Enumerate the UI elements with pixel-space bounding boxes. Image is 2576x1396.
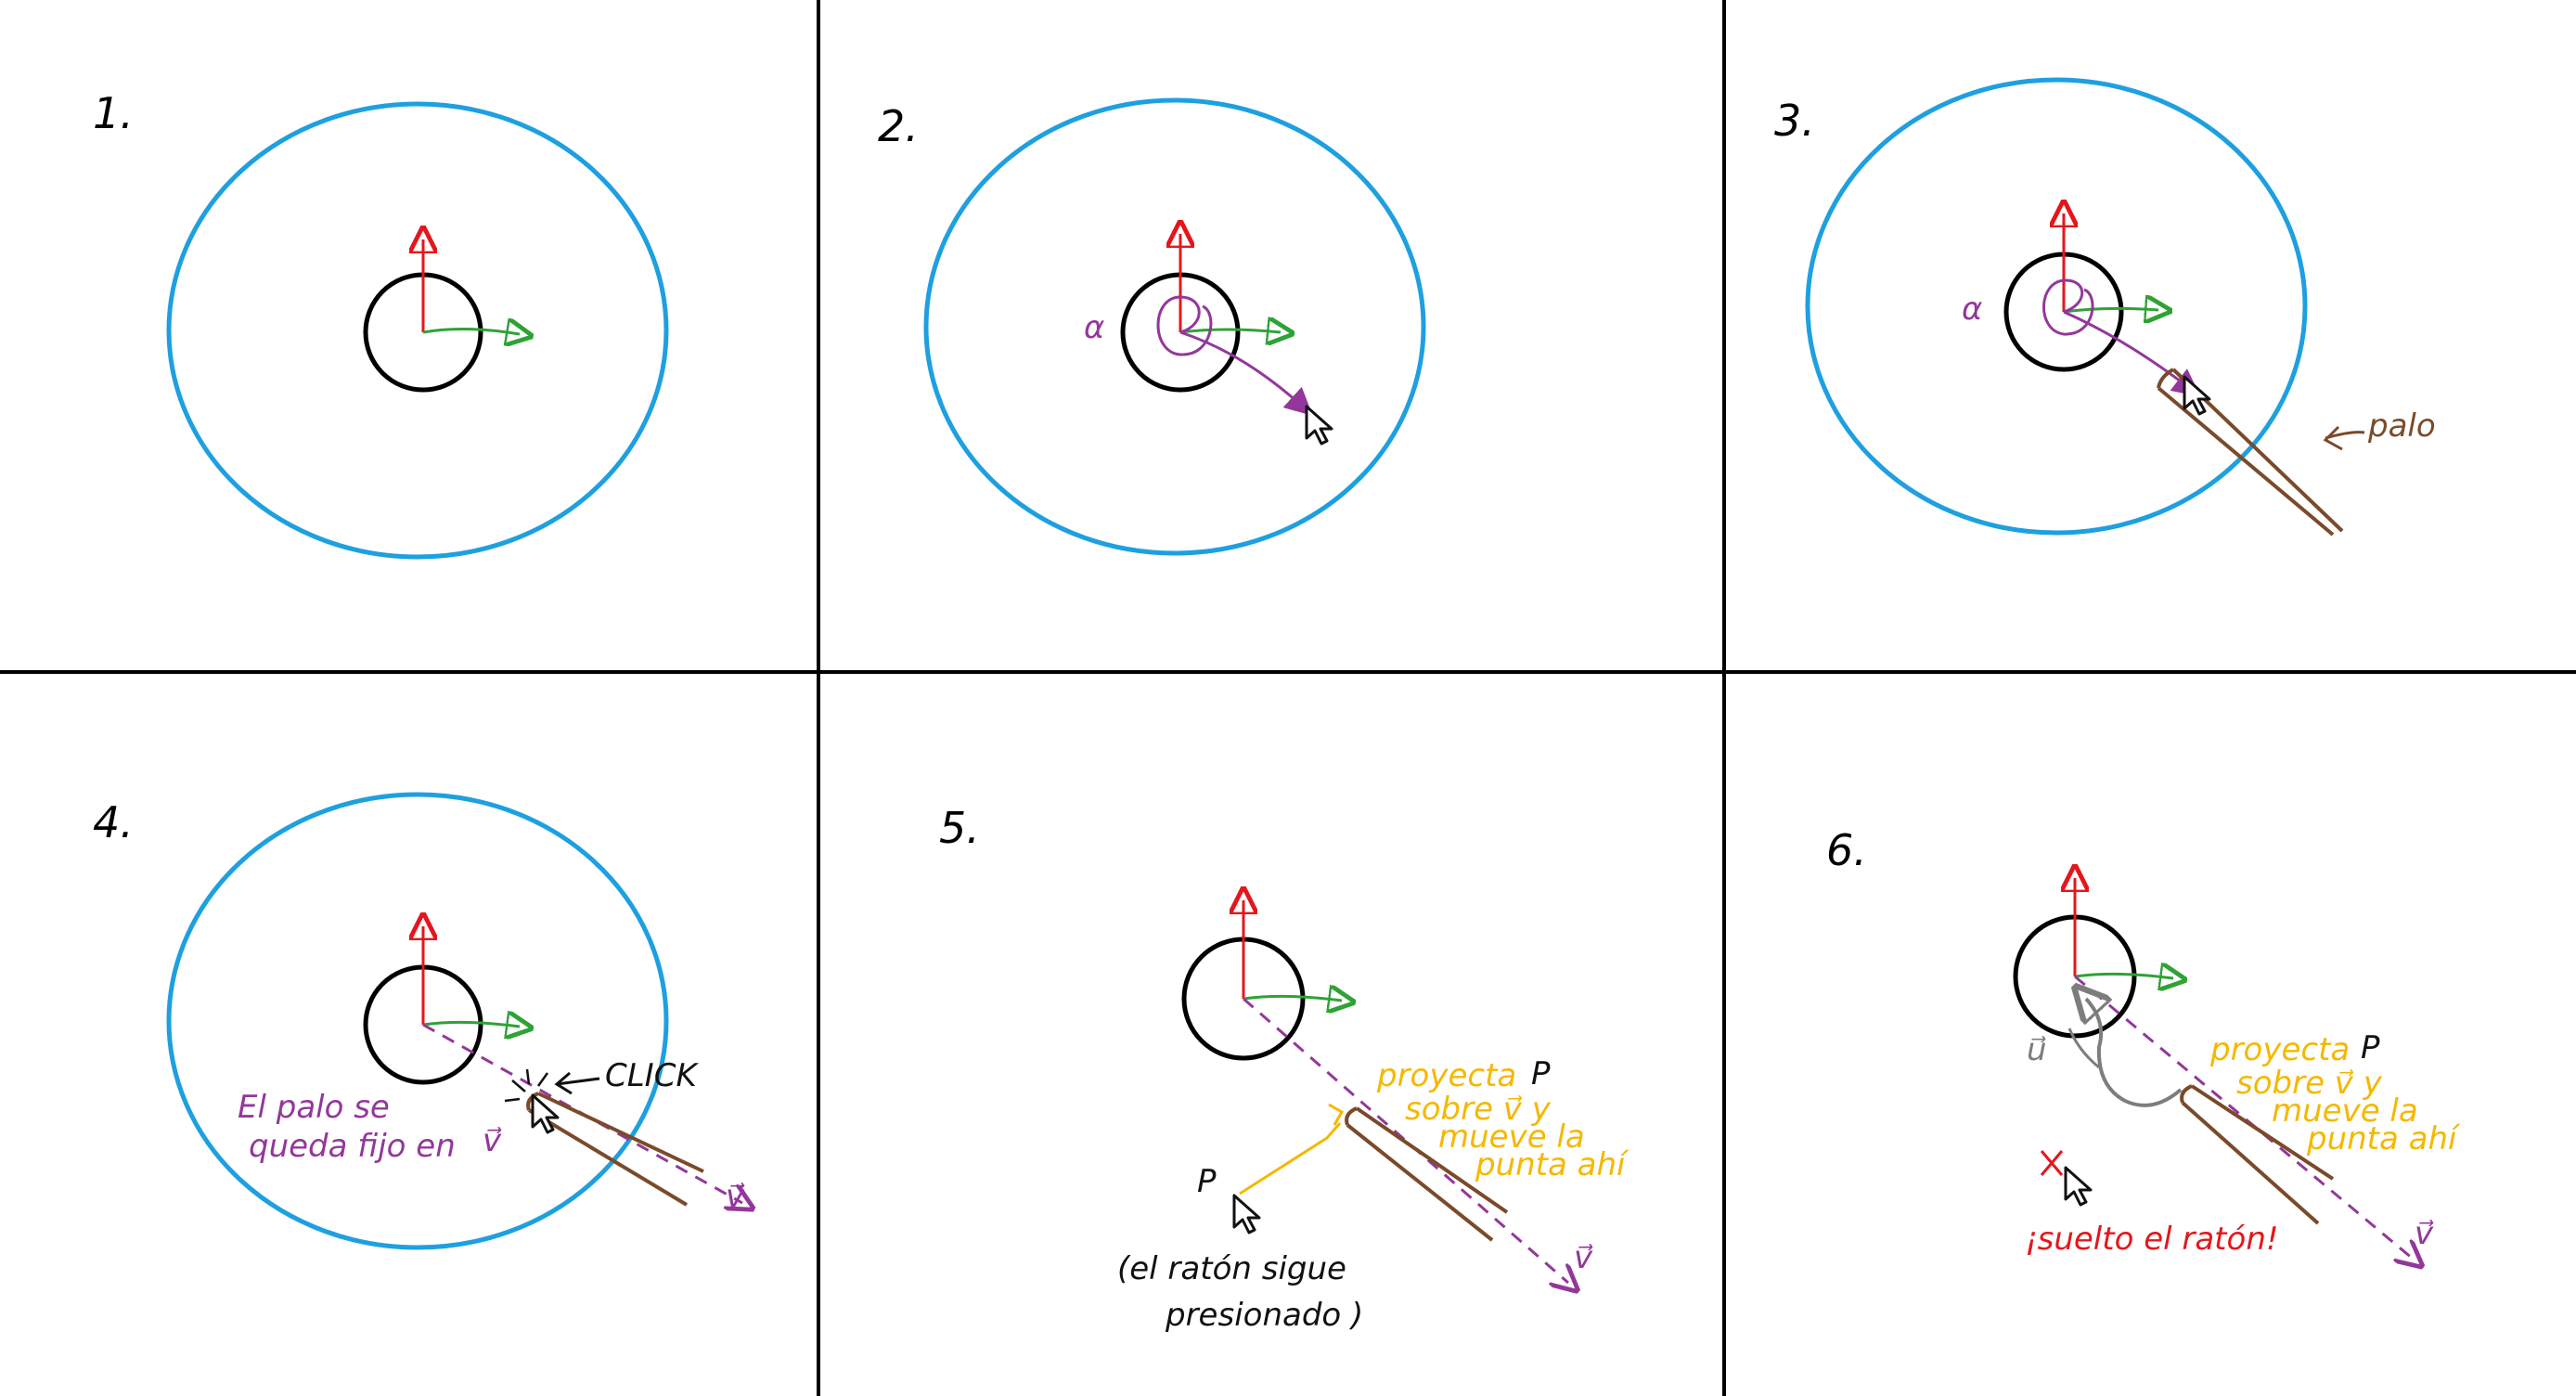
panel-1: 1. bbox=[93, 88, 669, 560]
axis-right-arrow bbox=[422, 329, 520, 334]
angle-spiral bbox=[1156, 295, 1213, 356]
panel-4-number: 4. bbox=[93, 797, 134, 847]
panel-3-number: 3. bbox=[1774, 96, 1815, 146]
click-label: CLICK bbox=[605, 1057, 699, 1094]
projection-line-2: sobre v⃗ y bbox=[2236, 1065, 2383, 1102]
panel-2-number: 2. bbox=[878, 101, 919, 151]
stick-motion-u-arrow bbox=[2086, 999, 2183, 1107]
axis-right-arrow bbox=[1179, 330, 1281, 332]
axis-right-arrow bbox=[1243, 996, 1342, 1001]
stick-pointer-head bbox=[2323, 425, 2343, 451]
angle-label: α bbox=[1962, 291, 1982, 328]
projection-line-1: proyecta bbox=[1376, 1057, 1516, 1094]
projection-line-2: sobre v⃗ y bbox=[1405, 1091, 1552, 1128]
aim-arrow bbox=[2063, 310, 2201, 397]
mouse-point-label: P bbox=[1197, 1163, 1217, 1200]
panel-1-number: 1. bbox=[93, 88, 134, 138]
direction-v-dashed bbox=[1243, 997, 1568, 1283]
stick-motion-outline bbox=[2067, 1028, 2100, 1069]
table-boundary-circle bbox=[923, 97, 1426, 556]
axis-right-arrow bbox=[2063, 308, 2158, 312]
aim-arrow bbox=[1179, 330, 1313, 417]
direction-v-dashed bbox=[2074, 975, 2413, 1259]
right-angle-mark bbox=[1328, 1103, 1345, 1126]
projection-line bbox=[1239, 1122, 1342, 1196]
note-line-1: El palo se bbox=[238, 1089, 390, 1126]
table-boundary-circle bbox=[166, 101, 669, 560]
angle-label: α bbox=[1084, 309, 1104, 346]
mouse-note-line-2: presionado ) bbox=[1165, 1297, 1363, 1334]
angle-spiral bbox=[2042, 278, 2094, 336]
panel-6-number: 6. bbox=[1826, 825, 1867, 875]
projection-line-1: proyecta bbox=[2209, 1031, 2350, 1068]
mouse-cursor-icon bbox=[2064, 1166, 2093, 1207]
click-pointer-arrow bbox=[556, 1077, 600, 1086]
note-v-label: v⃗ bbox=[483, 1122, 502, 1159]
axis-right-arrow bbox=[422, 1022, 520, 1027]
panel-5: 5. P proyecta P sobre v⃗ y mueve la punt… bbox=[939, 803, 1629, 1334]
projection-line-3: mueve la bbox=[2272, 1092, 2418, 1130]
panel-4: 4. CLICK El palo se queda fijo en v⃗ v⃗ bbox=[93, 792, 745, 1250]
v-label: v⃗ bbox=[1574, 1239, 1593, 1276]
cue-stick bbox=[2180, 1084, 2335, 1225]
mouse-cursor-icon bbox=[2183, 375, 2211, 416]
click-pointer-head bbox=[554, 1071, 573, 1095]
axis-right-arrow bbox=[2074, 974, 2173, 978]
cue-stick bbox=[526, 1092, 704, 1207]
release-x-icon bbox=[2040, 1150, 2064, 1176]
release-label: ¡suelto el ratón! bbox=[2025, 1221, 2279, 1258]
mouse-note-line-1: (el ratón sigue bbox=[1117, 1250, 1346, 1287]
click-burst-icon bbox=[504, 1068, 549, 1103]
panel-6: 6. u⃗ proyecta P sobre v⃗ y mueve la pun… bbox=[1826, 825, 2461, 1259]
stick-label: palo bbox=[2367, 407, 2436, 445]
note-line-2: queda fijo en bbox=[249, 1128, 456, 1165]
v-label: v⃗ bbox=[2415, 1215, 2434, 1252]
table-boundary-circle bbox=[166, 792, 669, 1250]
projection-line-4: punta ahí bbox=[1475, 1146, 1629, 1183]
mouse-cursor-icon bbox=[1232, 1194, 1261, 1234]
v-label: v⃗ bbox=[726, 1178, 745, 1215]
table-boundary-circle bbox=[1805, 77, 2308, 536]
projection-line-3: mueve la bbox=[1438, 1118, 1585, 1156]
projection-line-4: punta ahí bbox=[2306, 1120, 2461, 1157]
projected-point-label: P bbox=[2361, 1029, 2380, 1066]
cue-stick bbox=[1345, 1106, 1509, 1242]
panel-2: 2. α bbox=[878, 97, 1426, 556]
mouse-cursor-icon bbox=[1305, 405, 1333, 446]
panel-5-number: 5. bbox=[939, 803, 980, 853]
u-label: u⃗ bbox=[2027, 1031, 2047, 1068]
projected-point-label: P bbox=[1531, 1055, 1551, 1092]
panel-3: 3. α palo bbox=[1774, 77, 2436, 536]
